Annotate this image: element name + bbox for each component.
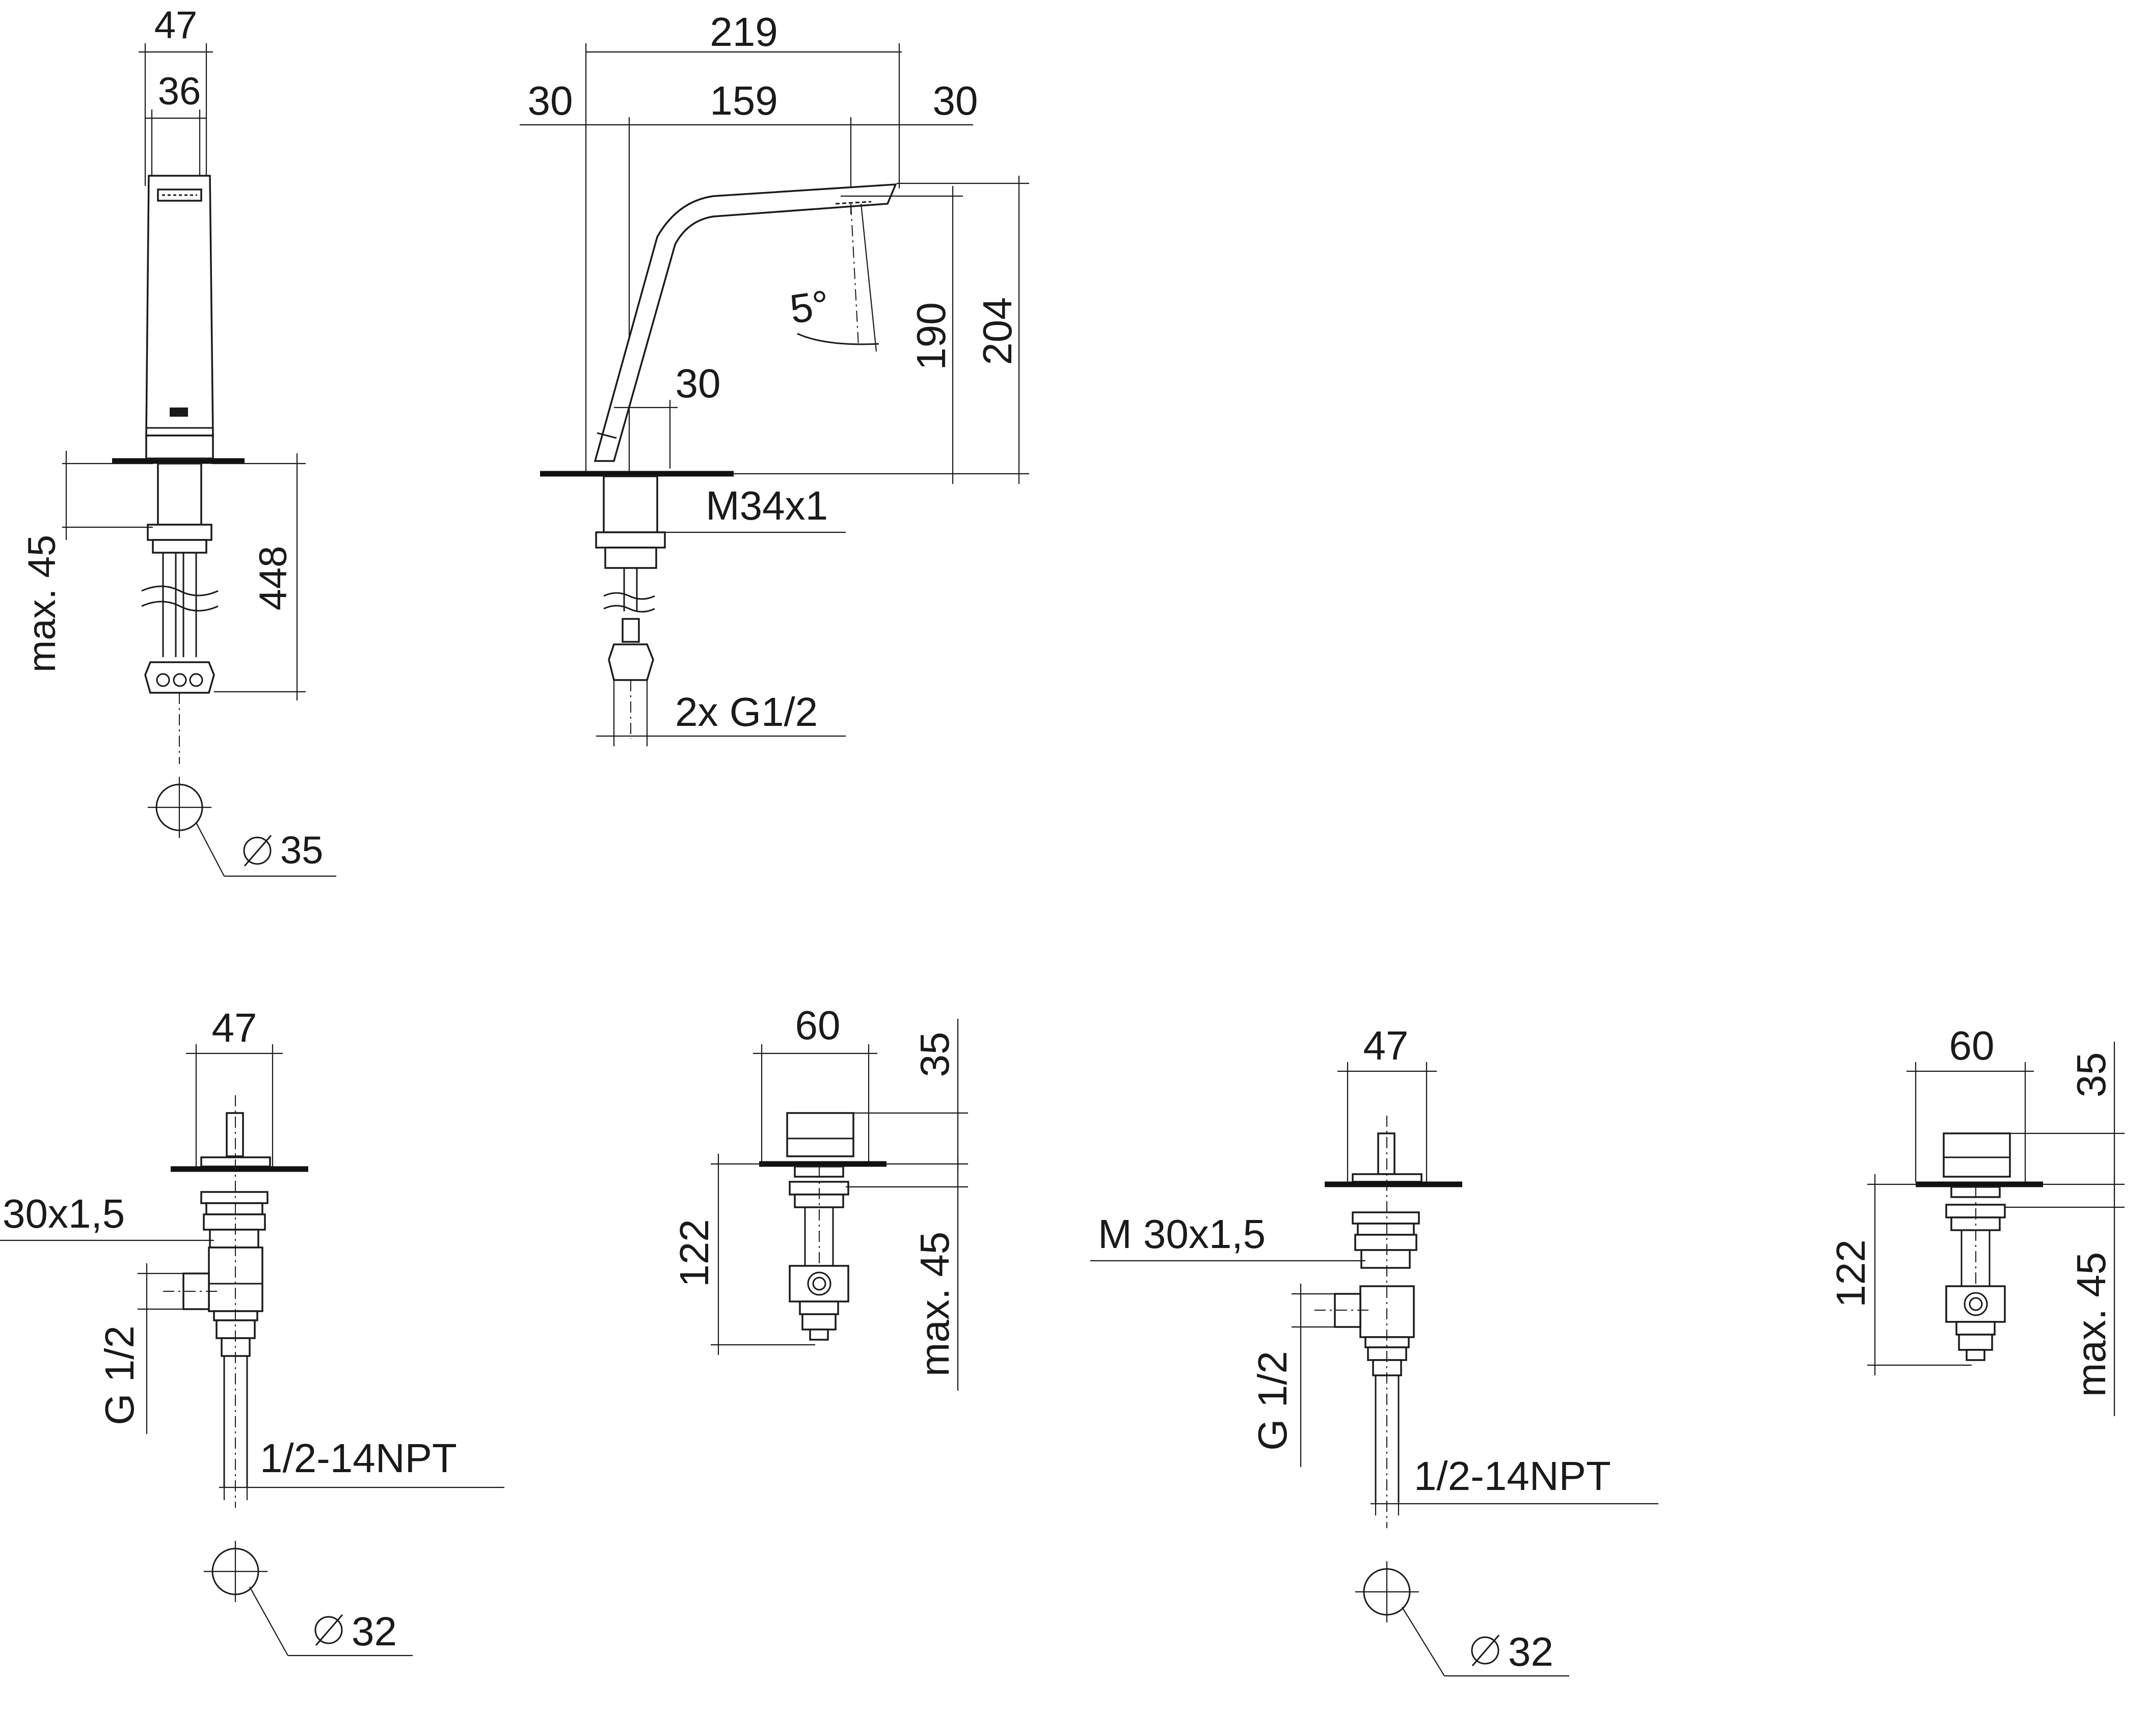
valve-right-side-thread: M 30x1,5 bbox=[1098, 1211, 1266, 1257]
valve-left-side-view: 47 30x1,5 G 1/2 1/2-14NPT 32 bbox=[0, 1005, 504, 1657]
spout-side-base-dim: 30 bbox=[676, 361, 721, 406]
spout-side-height-outlet: 190 bbox=[908, 302, 954, 370]
valve-left-side-npt: 1/2-14NPT bbox=[260, 1435, 457, 1481]
valve-left-side-conn: G 1/2 bbox=[97, 1325, 142, 1425]
spout-side-length-total: 219 bbox=[710, 9, 777, 55]
spout-front-width-outer: 47 bbox=[154, 4, 198, 47]
spout-front-width-inner: 36 bbox=[158, 70, 201, 113]
valve-right-side-hole-dia: 32 bbox=[1508, 1629, 1553, 1674]
valve-left-front-handle-height: 35 bbox=[912, 1032, 957, 1077]
valve-right-side-npt: 1/2-14NPT bbox=[1414, 1453, 1611, 1499]
valve-right-front-handle-height: 35 bbox=[2069, 1052, 2114, 1098]
spout-front-hole-dia: 35 bbox=[280, 829, 324, 872]
spout-side-angle: 5° bbox=[787, 282, 832, 332]
valve-left-side-thread: 30x1,5 bbox=[3, 1191, 125, 1236]
valve-left-front-length: 122 bbox=[672, 1219, 717, 1287]
spout-side-reach: 159 bbox=[710, 78, 777, 123]
valve-right-front-width: 60 bbox=[1949, 1023, 1995, 1068]
spout-side-view: 219 30 159 30 5° 190 204 30 M34x1 2x G1/… bbox=[520, 9, 1029, 746]
spout-front-view: 47 36 max. 45 448 35 bbox=[20, 4, 336, 877]
valve-right-front-view: 60 35 122 max. 45 bbox=[1828, 1023, 2125, 1416]
spout-front-depth-max: max. 45 bbox=[20, 535, 64, 672]
spout-side-offset-left: 30 bbox=[528, 78, 573, 123]
spout-side-connections: 2x G1/2 bbox=[675, 689, 818, 735]
valve-right-side-width: 47 bbox=[1363, 1023, 1409, 1068]
valve-right-front-length: 122 bbox=[1828, 1239, 1873, 1307]
valve-right-side-conn: G 1/2 bbox=[1250, 1351, 1295, 1451]
valve-left-side-width: 47 bbox=[212, 1005, 257, 1050]
valve-right-side-view: 47 M 30x1,5 G 1/2 1/2-14NPT 32 bbox=[1090, 1023, 1658, 1677]
valve-left-front-depth-max: max. 45 bbox=[912, 1232, 957, 1377]
valve-left-front-width: 60 bbox=[795, 1002, 841, 1048]
valve-left-side-hole-dia: 32 bbox=[352, 1609, 397, 1654]
spout-front-length: 448 bbox=[252, 546, 295, 611]
spout-side-height-total: 204 bbox=[975, 297, 1020, 365]
valve-left-front-view: 60 35 122 max. 45 bbox=[672, 1002, 968, 1391]
spout-side-offset-right: 30 bbox=[933, 78, 978, 123]
valve-right-front-depth-max: max. 45 bbox=[2069, 1252, 2114, 1397]
spout-side-thread: M34x1 bbox=[706, 483, 828, 528]
